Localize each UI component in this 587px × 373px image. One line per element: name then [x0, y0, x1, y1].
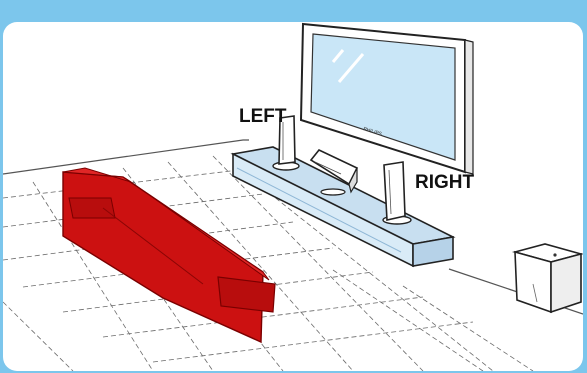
sofa-icon — [63, 168, 275, 342]
floor-back-edge-left — [3, 140, 249, 174]
subwoofer-icon — [515, 244, 581, 312]
left-label: LEFT — [239, 106, 287, 127]
room-scene: PHILIPS — [3, 22, 583, 371]
right-label: RIGHT — [415, 172, 475, 193]
diagram-panel: PHILIPS — [3, 22, 583, 371]
tv-icon: PHILIPS — [301, 24, 473, 174]
